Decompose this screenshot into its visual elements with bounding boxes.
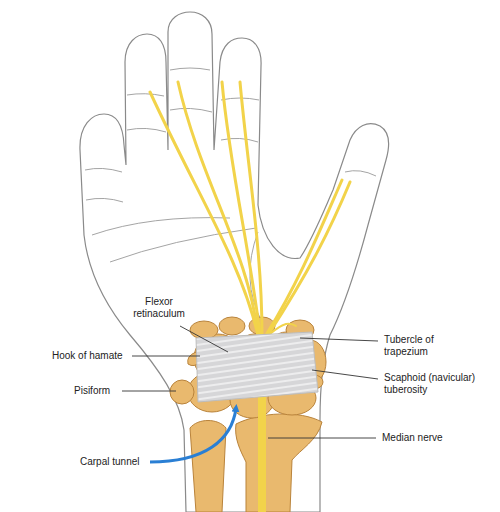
- nerve-label: Median nerve: [382, 432, 472, 444]
- bone-label: Scaphoid (navicular) tuberosity: [384, 372, 492, 396]
- bone-label: Tubercle of trapezium: [384, 334, 464, 358]
- carpal-tunnel-arrow: [150, 408, 236, 462]
- leader-lines: [122, 326, 378, 438]
- skin-creases: [85, 68, 376, 322]
- structure-label: Flexor retinaculum: [126, 296, 192, 320]
- region-label: Carpal tunnel: [80, 456, 148, 468]
- median-nerve: [150, 82, 350, 512]
- carpal-bones: [170, 317, 326, 418]
- hand-outline: [80, 12, 389, 512]
- flexor-retinaculum-band: [196, 332, 318, 402]
- radius-bone: [236, 414, 322, 512]
- bone-label: Hook of hamate: [52, 350, 130, 362]
- bone-label: Pisiform: [74, 385, 120, 397]
- ulna-bone: [190, 421, 226, 512]
